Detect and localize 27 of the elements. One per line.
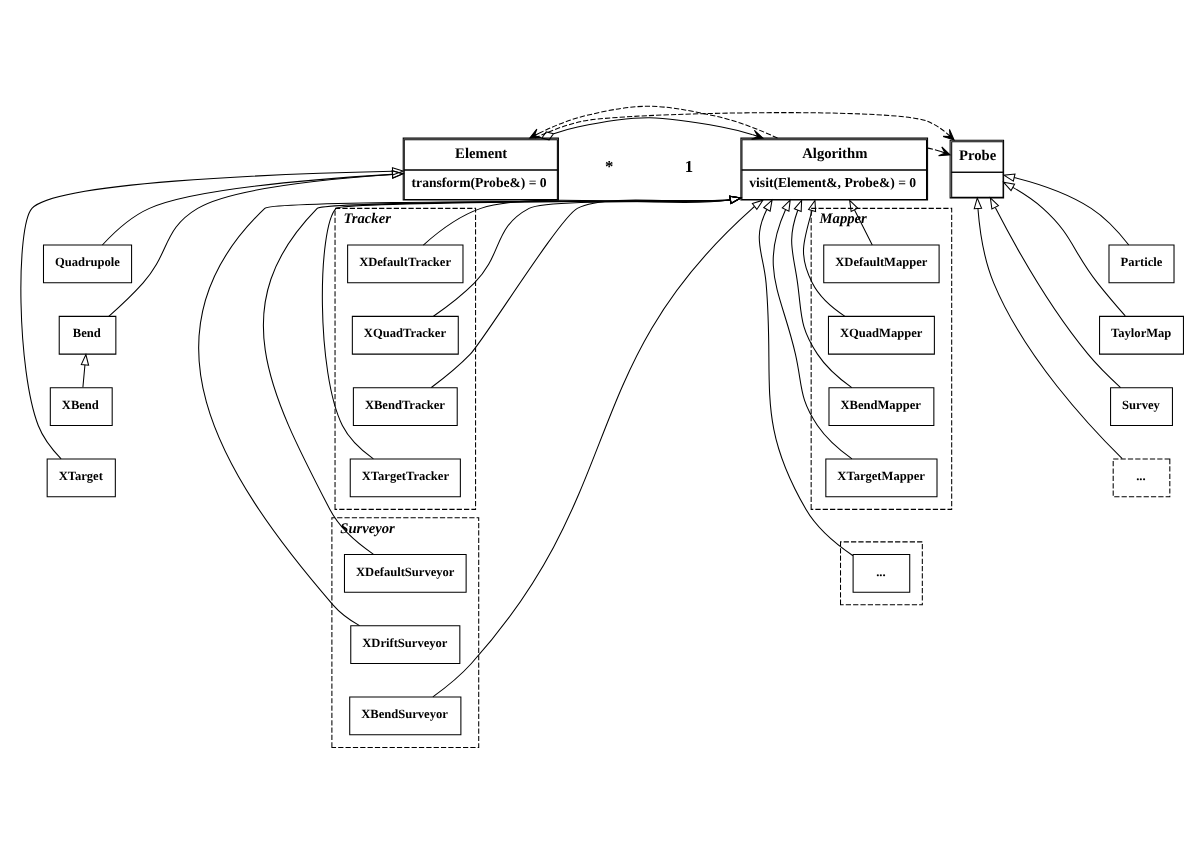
arrow (758, 198, 854, 557)
arrow (927, 146, 951, 157)
arrow (432, 195, 743, 317)
cluster (840, 541, 923, 606)
arrow (540, 117, 764, 141)
arrow (422, 195, 743, 246)
arrow (989, 196, 1122, 389)
label: * (605, 157, 614, 176)
arrow (101, 169, 405, 246)
arrow (529, 105, 778, 139)
arrow (80, 352, 90, 388)
arrow (198, 195, 743, 627)
arrow (803, 198, 846, 317)
arrow (534, 112, 955, 141)
arrow (20, 166, 405, 460)
label: 1 (684, 157, 694, 176)
arrow (1002, 181, 1126, 317)
arrow (432, 199, 765, 698)
arrow (791, 198, 853, 389)
arrow (262, 195, 743, 555)
arrow (772, 198, 853, 460)
arrow (1002, 173, 1130, 246)
arrow (321, 195, 743, 460)
arrow (973, 196, 1123, 460)
arrow (430, 195, 743, 388)
arrow (848, 199, 873, 246)
arrow (108, 170, 405, 317)
